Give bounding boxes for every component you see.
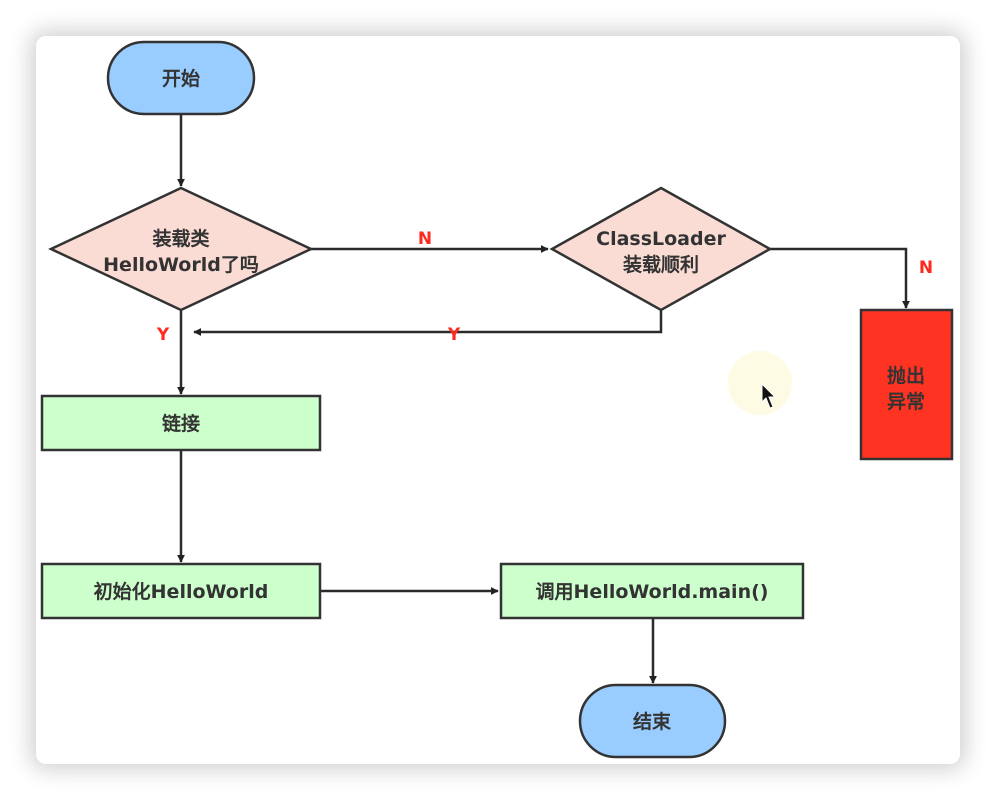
node-start[interactable]: 开始 bbox=[106, 40, 256, 116]
mouse-cursor bbox=[728, 351, 792, 415]
edge-label-y-2: Y bbox=[156, 325, 170, 345]
edge-classloader-to-link bbox=[193, 310, 663, 336]
edge-label-n-2: N bbox=[919, 258, 933, 278]
cursor-highlight bbox=[728, 351, 792, 415]
node-classloader-line2: 装载顺利 bbox=[622, 253, 699, 276]
node-classloader-line1: ClassLoader bbox=[596, 228, 726, 250]
node-check-loaded[interactable]: 装载类 HelloWorld了吗 bbox=[48, 186, 314, 312]
node-invoke-main[interactable]: 调用HelloWorld.main() bbox=[499, 562, 805, 620]
edge-classloader-to-throw bbox=[770, 247, 910, 309]
node-check-loaded-line2: HelloWorld了吗 bbox=[103, 254, 259, 276]
node-end[interactable]: 结束 bbox=[578, 683, 727, 759]
node-throw-exception[interactable]: 抛出 异常 bbox=[859, 308, 954, 461]
node-init-label: 初始化HelloWorld bbox=[94, 580, 269, 603]
edge-label-y-1: Y bbox=[447, 325, 461, 345]
node-throw-line2: 异常 bbox=[887, 390, 925, 413]
node-link[interactable]: 链接 bbox=[40, 394, 322, 452]
node-start-label: 开始 bbox=[162, 67, 200, 90]
node-classloader[interactable]: ClassLoader 装载顺利 bbox=[549, 186, 773, 312]
node-link-label: 链接 bbox=[162, 412, 200, 435]
cursor-arrow-icon bbox=[761, 382, 777, 409]
node-end-label: 结束 bbox=[633, 710, 672, 733]
edge-label-n-1: N bbox=[418, 229, 432, 249]
node-throw-line1: 抛出 bbox=[887, 364, 925, 387]
node-check-loaded-line1: 装载类 bbox=[151, 227, 209, 250]
node-init[interactable]: 初始化HelloWorld bbox=[40, 562, 322, 620]
node-invoke-label: 调用HelloWorld.main() bbox=[536, 581, 769, 603]
